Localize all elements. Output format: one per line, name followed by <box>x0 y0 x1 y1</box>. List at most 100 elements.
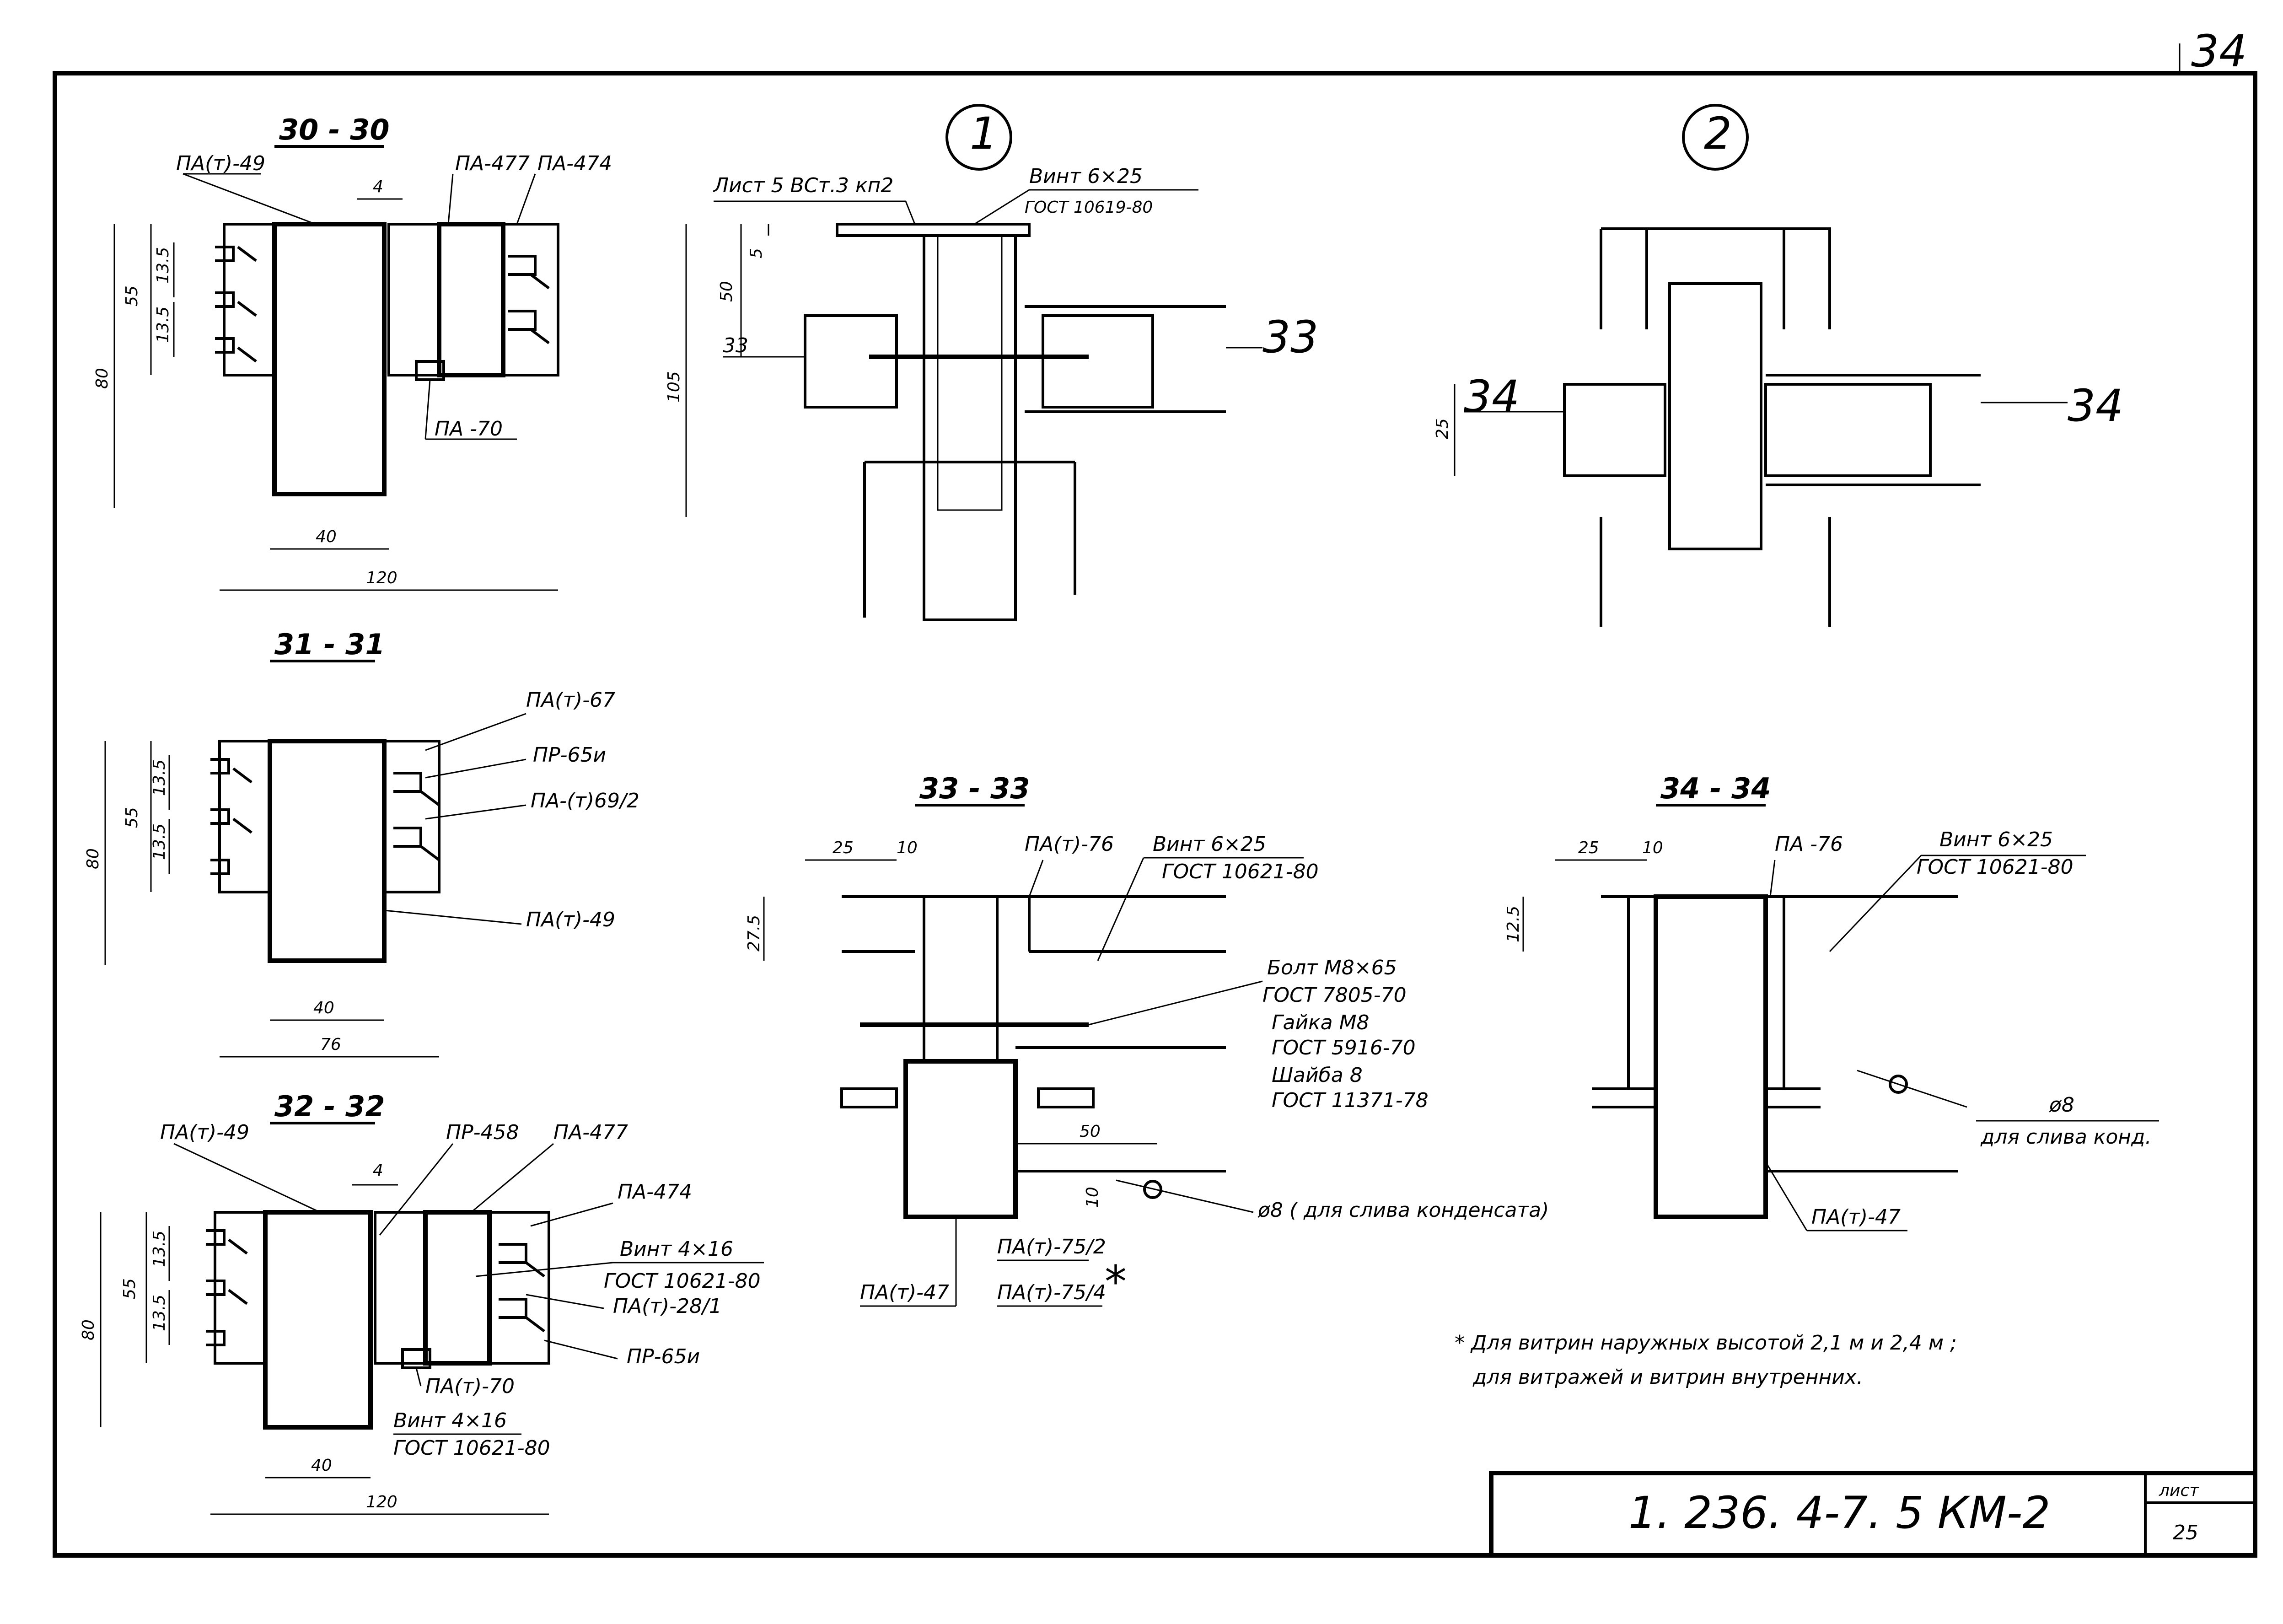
s31-leader-4 <box>384 909 522 925</box>
s31-right-clips <box>393 772 440 861</box>
s31-left-clips <box>210 758 252 875</box>
node-1-frame <box>863 461 924 618</box>
node-2-number: 2 <box>1704 108 1732 159</box>
s34-dim-125: 12.5 <box>1504 906 1523 942</box>
sheet-label: лист <box>2159 1481 2199 1500</box>
s31-label-pa67: ПА(т)-67 <box>526 688 615 712</box>
node-1-dim-105: 105 <box>665 371 683 403</box>
node-1-label-screw: Винт 6×25 <box>1029 165 1143 188</box>
section-30-30: 30 - 30 ПА(т)-49 ПА-477 ПА-474 ПА -70 4 … <box>93 113 612 591</box>
s31-leader-2 <box>425 758 526 779</box>
title-block: 1. 236. 4-7. 5 КМ-2 лист 25 <box>1489 1471 2257 1558</box>
s34-main-tube <box>1654 894 1768 1219</box>
s33-flanges <box>842 895 1226 953</box>
s32-label-pr458: ПР-458 <box>446 1121 519 1144</box>
s30-left-clips <box>215 246 257 363</box>
s33-dim-10b: 10 <box>1083 1187 1102 1208</box>
s32-pa477 <box>423 1210 492 1366</box>
node-2-cut-right: 34 <box>2068 380 2123 431</box>
s34-dim-10: 10 <box>1642 839 1663 857</box>
node-2-detail: 2 25 34 34 <box>1433 104 2123 627</box>
s30-left-profile <box>223 223 276 376</box>
node-2-frame <box>1600 227 1831 627</box>
s32-label-pa28: ПА(т)-28/1 <box>613 1295 722 1318</box>
page-number: 34 <box>2191 26 2247 77</box>
s31-label-pa69: ПА-(т)69/2 <box>531 789 639 812</box>
s30-label-pa474: ПА-474 <box>537 152 612 175</box>
s33-right-plate <box>1037 1087 1095 1108</box>
node-1-detail: 1 Лист 5 ВСт.3 кп2 Винт 6×25 ГОСТ 10619-… <box>665 104 1318 621</box>
s31-dim-40: 40 <box>313 999 334 1017</box>
s34-dim-25: 25 <box>1578 839 1599 857</box>
s33-upper-tube <box>923 895 999 1063</box>
node-1-right-block <box>1042 314 1154 409</box>
s30-leader-1 <box>183 173 316 225</box>
s32-leader-6 <box>526 1294 604 1309</box>
s30-leader-2 <box>447 173 454 225</box>
s34-leader-drain <box>1857 1070 1967 1108</box>
s34-leader-pa47 <box>1765 1162 1808 1231</box>
section-31-31: 31 - 31 ПА(т)-67 ПР-65и ПА-(т)69/2 ПА(т)… <box>84 628 639 1058</box>
s32-label-screw: Винт 4×16 <box>620 1237 733 1261</box>
s34-label-screw: Винт 6×25 <box>1939 828 2053 851</box>
s33-label-washer: Шайба 8 <box>1272 1064 1363 1087</box>
node-2-circle <box>1682 104 1749 171</box>
s34-label-d8: ø8 <box>2049 1093 2074 1117</box>
title-block-frame <box>1489 1471 2257 1558</box>
s33-dim-25: 25 <box>833 839 854 857</box>
s32-leader-8 <box>415 1367 422 1387</box>
s32-label-pr65: ПР-65и <box>627 1345 700 1368</box>
s32-pa474 <box>488 1211 550 1365</box>
s32-bottom-clip <box>401 1348 431 1369</box>
section-34-34: 34 - 34 ПА -76 Винт 6×25 ГОСТ 10621-80 ø… <box>1504 772 2159 1231</box>
s31-right-profile <box>383 740 440 893</box>
s30-pa477 <box>437 222 505 377</box>
sheet-number: 25 <box>2173 1521 2198 1544</box>
s33-label-gost2: ГОСТ 7805-70 <box>1262 984 1407 1007</box>
s32-dim-135b: 13.5 <box>150 1295 169 1331</box>
s33-label-gost3: ГОСТ 5916-70 <box>1272 1036 1416 1059</box>
s32-dim-80: 80 <box>79 1319 98 1340</box>
node-1-label-plate: Лист 5 ВСт.3 кп2 <box>713 174 893 197</box>
s34-label-drain: для слива конд. <box>1980 1125 2151 1149</box>
s34-leader-pa76 <box>1769 860 1776 897</box>
s34-right-profile <box>1766 895 1958 1172</box>
s31-left-profile <box>218 740 271 893</box>
s33-leader-pa76 <box>1028 860 1044 897</box>
s31-label-pa49: ПА(т)-49 <box>526 908 615 931</box>
section-32-title: 32 - 32 <box>274 1090 385 1123</box>
s33-drain-hole <box>1143 1180 1162 1199</box>
s31-label-pr65: ПР-65и <box>533 743 606 767</box>
s32-mid-profile <box>374 1211 427 1365</box>
node-1-dim-50: 50 <box>717 281 736 302</box>
s30-pa474 <box>502 223 559 376</box>
sheet-frame <box>53 71 2257 1558</box>
s31-dim-135a: 13.5 <box>150 759 169 796</box>
s33-label-pa754: ПА(т)-75/4 <box>997 1281 1106 1304</box>
s33-right-transom <box>1015 1046 1226 1172</box>
s32-label-pa477: ПА-477 <box>553 1121 628 1144</box>
node-1-top-plate <box>836 223 1031 237</box>
s31-dim-135b: 13.5 <box>150 823 169 860</box>
s32-label-pa49: ПА(т)-49 <box>160 1121 249 1144</box>
section-32-32: 32 - 32 ПА(т)-49 ПР-458 ПА-477 ПА-474 Ви… <box>79 1090 764 1515</box>
node-2-dim-25: 25 <box>1433 418 1452 439</box>
s30-dim-4: 4 <box>373 177 383 196</box>
node-2-transom <box>1766 374 1981 486</box>
s33-label-nut: Гайка М8 <box>1272 1011 1370 1034</box>
s32-dim-40: 40 <box>311 1456 332 1475</box>
s31-leader-3 <box>425 804 526 820</box>
s32-dim-4: 4 <box>373 1161 383 1180</box>
s32-dim-120: 120 <box>366 1493 398 1511</box>
s33-label-gost1: ГОСТ 10621-80 <box>1162 860 1319 883</box>
s32-label-pa70: ПА(т)-70 <box>425 1375 515 1398</box>
s32-main-tube <box>263 1210 373 1430</box>
node-2-left-block <box>1563 383 1666 477</box>
s34-label-gost: ГОСТ 10621-80 <box>1917 855 2074 879</box>
node-2-cut-left: 34 <box>1464 371 1520 422</box>
node-1-cut-left: 33 <box>723 334 748 357</box>
s31-dim-55: 55 <box>123 807 141 828</box>
s34-label-pa47: ПА(т)-47 <box>1811 1205 1901 1229</box>
s33-label-bolt: Болт М8×65 <box>1267 956 1397 979</box>
